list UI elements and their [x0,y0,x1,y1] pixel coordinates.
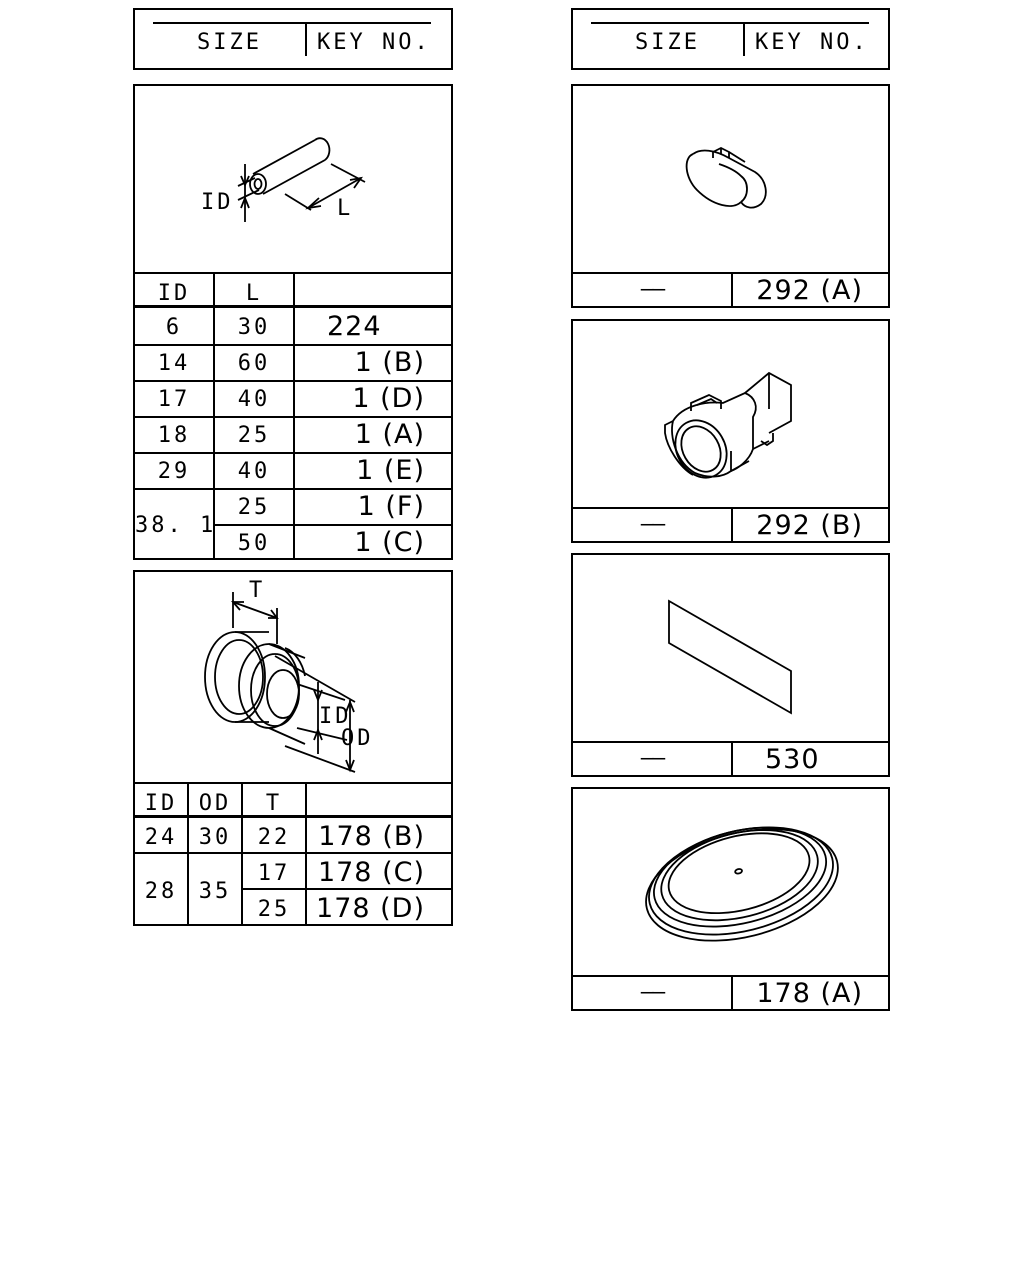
table-top-rule [135,782,451,784]
row-id: 18 [157,423,191,448]
size-dash: —— [640,980,666,1005]
row-t: 22 [257,825,291,850]
tube-section: ID L ID L 6 30 224 14 60 1 (B) 17 40 1 (… [133,84,453,560]
part-card-oval-seal: —— 178 (A) [571,787,890,1011]
card-footer-divider [731,272,733,306]
col-rule [187,782,189,924]
row-key: 1 (F) [357,491,425,522]
row-rule [135,852,451,854]
card-footer-rule [573,507,888,509]
header-key-no-label: KEY NO. [755,30,869,55]
grommet-t-label: T [249,578,266,603]
row-key: 178 (B) [318,821,425,852]
card-footer-rule [573,272,888,274]
grommet-od-label: OD [341,726,374,751]
row-t: 17 [257,861,291,886]
header-divider [743,24,745,56]
col-rule [213,272,215,558]
part-card-label-sheet: —— 530 [571,553,890,777]
table-header-rule [135,815,451,818]
row-key: 224 [327,311,382,342]
header-size-label: SIZE [635,30,700,55]
row-key: 1 (A) [354,419,425,450]
col-header-od: OD [198,791,232,816]
row-l: 60 [237,351,271,376]
grommet-section: T ID OD ID OD T 24 30 22 178 (B) 28 35 1… [133,570,453,926]
row-id: 29 [157,459,191,484]
grommet-drawing [204,592,356,773]
part-card-connector: —— 292 (B) [571,319,890,543]
part-card-oval-cap: —— 292 (A) [571,84,890,308]
row-l: 40 [237,387,271,412]
row-key: 1 (D) [352,383,425,414]
row-od: 30 [198,825,232,850]
col-header-id: ID [157,281,191,306]
row-l: 30 [237,315,271,340]
part-key: 292 (B) [756,510,863,541]
col-rule [241,782,243,924]
row-rule [213,524,451,526]
row-od-merged: 35 [198,879,232,904]
tube-id-label: ID [201,190,234,215]
row-t: 25 [257,897,291,922]
connector-drawing [664,371,792,479]
col-rule [293,272,295,558]
row-id: 14 [157,351,191,376]
header-divider [305,24,307,56]
header-top-rule [153,22,431,24]
row-key: 178 (C) [317,857,425,888]
right-header-box: SIZE KEY NO. [571,8,890,70]
header-top-rule [591,22,869,24]
card-footer-rule [573,741,888,743]
label-sheet-drawing [668,599,792,715]
row-l: 25 [237,423,271,448]
row-id-merged: 28 [144,879,178,904]
tube-l-label: L [337,196,354,221]
part-key: 178 (A) [756,978,863,1009]
size-dash: —— [640,512,666,537]
header-size-label: SIZE [197,30,262,55]
row-l: 25 [237,495,271,520]
col-rule [305,782,307,924]
col-header-t: T [265,791,283,816]
row-l: 50 [237,531,271,556]
row-id: 24 [144,825,178,850]
header-key-no-label: KEY NO. [317,30,431,55]
card-footer-rule [573,975,888,977]
left-header-box: SIZE KEY NO. [133,8,453,70]
card-footer-divider [731,507,733,541]
row-key: 178 (D) [316,893,425,924]
row-key: 1 (B) [354,347,425,378]
part-key: 292 (A) [756,275,863,306]
card-footer-divider [731,741,733,775]
col-header-l: L [245,281,263,306]
row-key: 1 (C) [354,527,425,558]
col-header-id: ID [144,791,178,816]
size-dash: —— [640,277,666,302]
grommet-id-label: ID [319,704,352,729]
row-id-merged: 38. 1 [135,513,217,538]
oval-cap-drawing [685,146,767,209]
row-id: 6 [165,315,183,340]
row-rule [241,888,451,890]
row-l: 40 [237,459,271,484]
row-id: 17 [157,387,191,412]
size-dash: —— [640,746,666,771]
oval-seal-drawing [645,826,839,942]
row-key: 1 (E) [356,455,425,486]
tube-drawing [237,137,366,222]
part-key: 530 [765,744,820,775]
card-footer-divider [731,975,733,1009]
